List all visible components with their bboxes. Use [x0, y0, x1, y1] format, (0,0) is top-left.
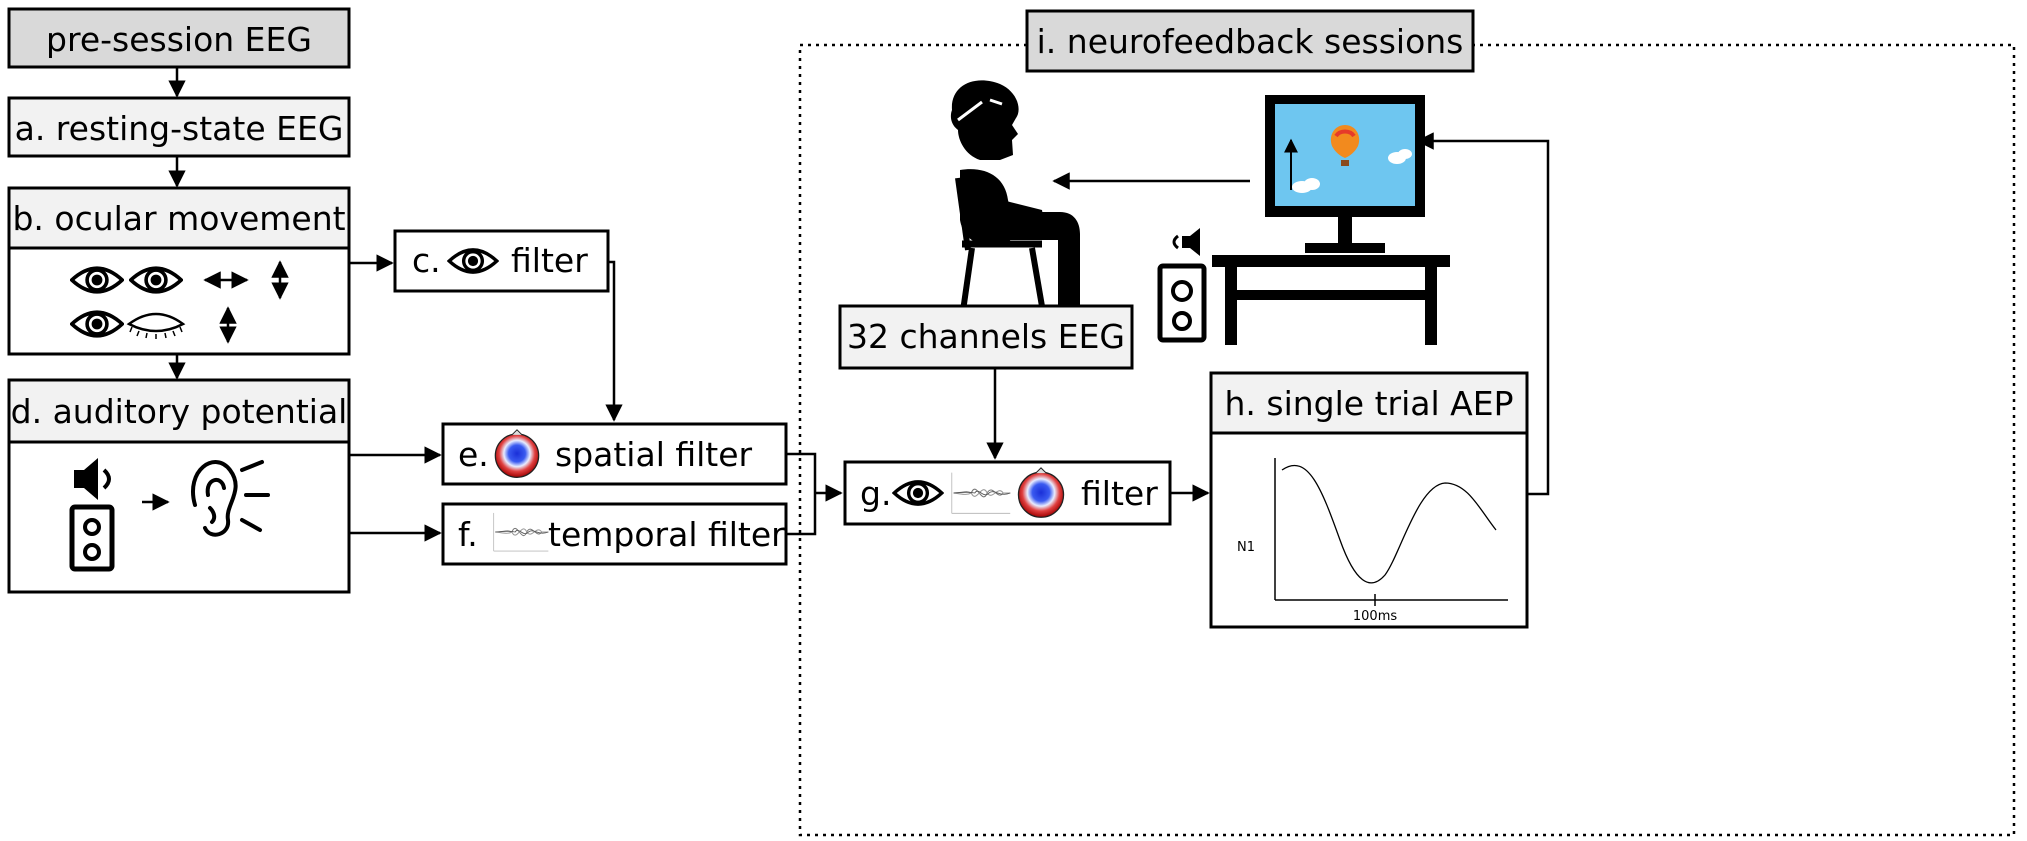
neurofeedback-region — [798, 43, 2016, 837]
ocular-movement-box: b. ocular movement — [7, 186, 351, 356]
aep-x-tick-label: 100ms — [1353, 609, 1397, 624]
single-trial-box: h. single trial AEP 100ms N1 — [1209, 371, 1529, 629]
speaker-icon — [1157, 228, 1207, 343]
ear-icon — [191, 460, 270, 537]
resting-state-label: a. resting-state EEG — [15, 109, 344, 148]
aep-waveform — [1281, 464, 1497, 584]
spatial-filter-label: spatial filter — [555, 435, 753, 474]
pre-session-label: pre-session EEG — [46, 20, 312, 59]
combined-filter-label: filter — [1081, 474, 1158, 513]
neurofeedback-title: i. neurofeedback sessions — [1037, 22, 1464, 61]
balloon-icon — [1330, 125, 1360, 166]
eye-closed-icon — [126, 312, 186, 339]
resting-state-box: a. resting-state EEG — [7, 96, 351, 158]
temporal-filter-label: temporal filter — [548, 515, 785, 554]
ocular-filter-prefix: c. — [412, 241, 441, 280]
spatial-filter-box: e. spatial filter — [441, 422, 788, 486]
desk-icon — [1212, 255, 1450, 345]
aep-y-label: N1 — [1237, 540, 1255, 555]
pre-session-box: pre-session EEG — [7, 7, 351, 69]
temporal-filter-box: f. temporal filter — [441, 502, 788, 566]
speaker-icon — [69, 458, 115, 572]
connector — [786, 452, 817, 493]
ocular-filter-box: c. filter — [393, 229, 610, 293]
combined-filter-prefix: g. — [860, 474, 891, 513]
auditory-potential-label: d. auditory potential — [11, 392, 348, 431]
auditory-potential-box: d. auditory potential — [7, 378, 351, 594]
ocular-filter-label: filter — [511, 241, 588, 280]
neurofeedback-title-box: i. neurofeedback sessions — [1025, 9, 1475, 73]
channels-box: 32 channels EEG — [838, 304, 1134, 370]
temporal-filter-prefix: f. — [458, 515, 478, 554]
combined-filter-box: g. filter — [843, 460, 1172, 526]
arrow — [605, 260, 623, 422]
channels-label: 32 channels EEG — [847, 317, 1125, 356]
single-trial-label: h. single trial AEP — [1225, 384, 1514, 423]
spatial-filter-prefix: e. — [458, 435, 489, 474]
ocular-movement-label: b. ocular movement — [12, 199, 345, 238]
feedback-arrow — [1416, 132, 1550, 496]
monitor-icon — [1265, 95, 1425, 253]
connector — [786, 493, 817, 536]
person-icon — [950, 80, 1080, 319]
